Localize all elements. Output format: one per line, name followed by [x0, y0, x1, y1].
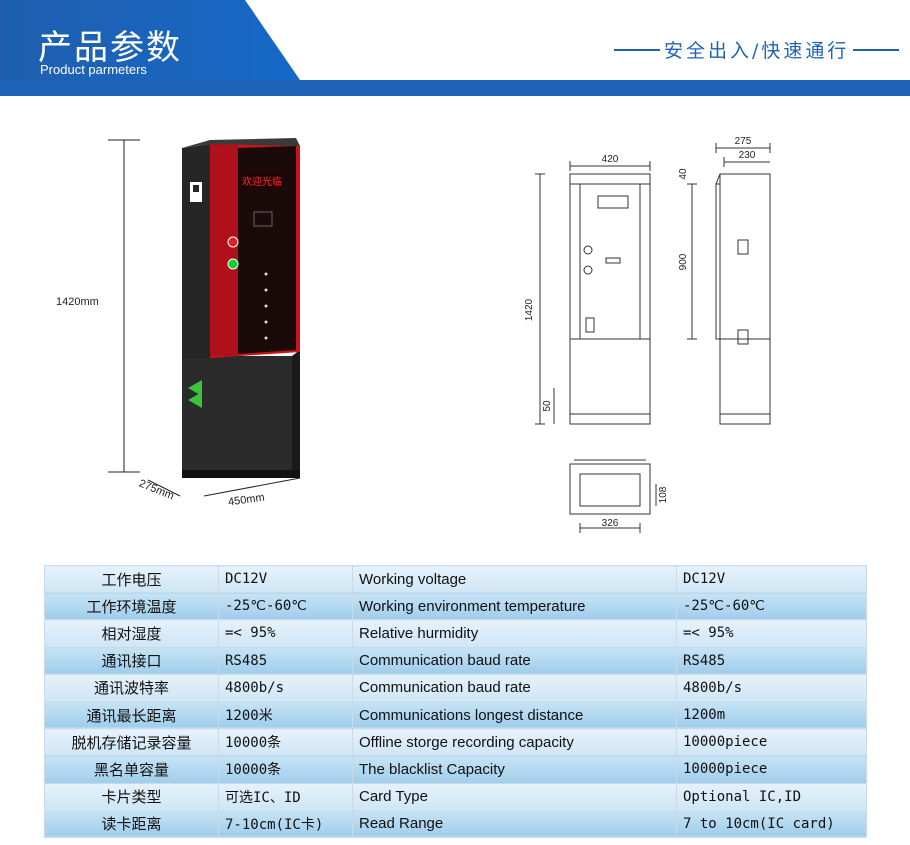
- spec-name-en: Read Range: [352, 809, 677, 838]
- spec-value-en: 4800b/s: [676, 673, 867, 702]
- spec-name-en: Communications longest distance: [352, 700, 677, 730]
- technical-drawings: 420 1420 50 275 230 40 900 326 108: [524, 136, 771, 533]
- width-dimension-line: [203, 477, 301, 497]
- green-button-icon: [227, 258, 239, 270]
- spec-name-en: Working environment temperature: [352, 592, 677, 621]
- spec-name-en: Working voltage: [352, 564, 677, 594]
- spec-name-cn: 黑名单容量: [44, 755, 219, 784]
- header-banner: [0, 0, 910, 96]
- side-depth-inner-label: 230: [739, 150, 756, 161]
- spec-name-en: Relative hurmidity: [352, 619, 677, 648]
- green-arrow-icon: [188, 380, 202, 396]
- spec-name-cn: 脱机存储记录容量: [44, 728, 219, 757]
- spec-value-cn: =< 95%: [218, 619, 353, 648]
- slogan-dash-left: [614, 48, 660, 51]
- page-title: 产品参数: [38, 28, 182, 68]
- page-subtitle: Product parmeters: [40, 62, 147, 77]
- spec-name-en: The blacklist Capacity: [352, 755, 677, 784]
- spec-name-cn: 通讯波特率: [44, 673, 219, 702]
- spec-name-cn: 通讯接口: [44, 646, 219, 675]
- spec-value-cn: 4800b/s: [218, 673, 353, 702]
- led-text: 欢迎光临: [242, 175, 282, 188]
- top-depth-label: 108: [658, 486, 669, 503]
- spec-value-en: =< 95%: [676, 619, 867, 648]
- top-width-label: 326: [602, 518, 619, 529]
- front-view-outline: [569, 173, 651, 425]
- spec-value-cn: RS485: [218, 646, 353, 675]
- spec-value-cn: -25℃-60℃: [218, 592, 353, 621]
- spec-value-cn: 可选IC、ID: [218, 782, 353, 811]
- spec-value-en: 10000piece: [676, 728, 867, 757]
- side-view-outline: [719, 173, 771, 425]
- spec-name-cn: 通讯最长距离: [44, 700, 219, 730]
- red-button-icon: [227, 236, 239, 248]
- front-width-label: 420: [602, 154, 619, 165]
- spec-value-en: RS485: [676, 646, 867, 675]
- spec-value-cn: 10000条: [218, 728, 353, 757]
- slogan: 安全出入/快速通行: [610, 36, 903, 63]
- top-view-outline: [569, 463, 651, 515]
- slogan-dash-right: [853, 48, 900, 51]
- spec-value-cn: 7-10cm(IC卡): [218, 809, 353, 838]
- spec-value-en: 10000piece: [676, 755, 867, 784]
- spec-name-en: Communication baud rate: [352, 646, 677, 675]
- side-panel-label: 900: [678, 253, 689, 270]
- height-label: 1420mm: [56, 296, 99, 308]
- spec-name-cn: 卡片类型: [44, 782, 219, 811]
- table-row: 相对湿度=< 95%Relative hurmidity=< 95%: [44, 619, 867, 648]
- spec-value-cn: 1200米: [218, 700, 353, 730]
- spec-name-cn: 工作环境温度: [44, 592, 219, 621]
- spec-value-en: Optional IC,ID: [676, 782, 867, 811]
- side-depth-total-label: 275: [735, 136, 752, 147]
- spec-value-cn: 10000条: [218, 755, 353, 784]
- spec-name-cn: 工作电压: [44, 564, 219, 594]
- side-top-label: 40: [678, 168, 689, 180]
- spec-name-cn: 相对湿度: [44, 619, 219, 648]
- spec-name-en: Card Type: [352, 782, 677, 811]
- spec-name-en: Communication baud rate: [352, 673, 677, 702]
- product-photo: 欢迎光临: [108, 138, 301, 497]
- spec-value-en: DC12V: [676, 564, 867, 594]
- spec-value-en: 7 to 10cm(IC card): [676, 809, 867, 838]
- page-header: 产品参数 Product parmeters 安全出入/快速通行: [0, 0, 910, 96]
- slogan-text: 安全出入/快速通行: [664, 40, 850, 62]
- spec-value-cn: DC12V: [218, 564, 353, 594]
- spec-value-en: 1200m: [676, 700, 867, 730]
- spec-name-cn: 读卡距离: [44, 809, 219, 838]
- spec-value-en: -25℃-60℃: [676, 592, 867, 621]
- spec-name-en: Offline storge recording capacity: [352, 728, 677, 757]
- depth-dimension-line: [147, 479, 181, 497]
- front-base-label: 50: [542, 400, 553, 412]
- front-height-label: 1420: [524, 298, 535, 321]
